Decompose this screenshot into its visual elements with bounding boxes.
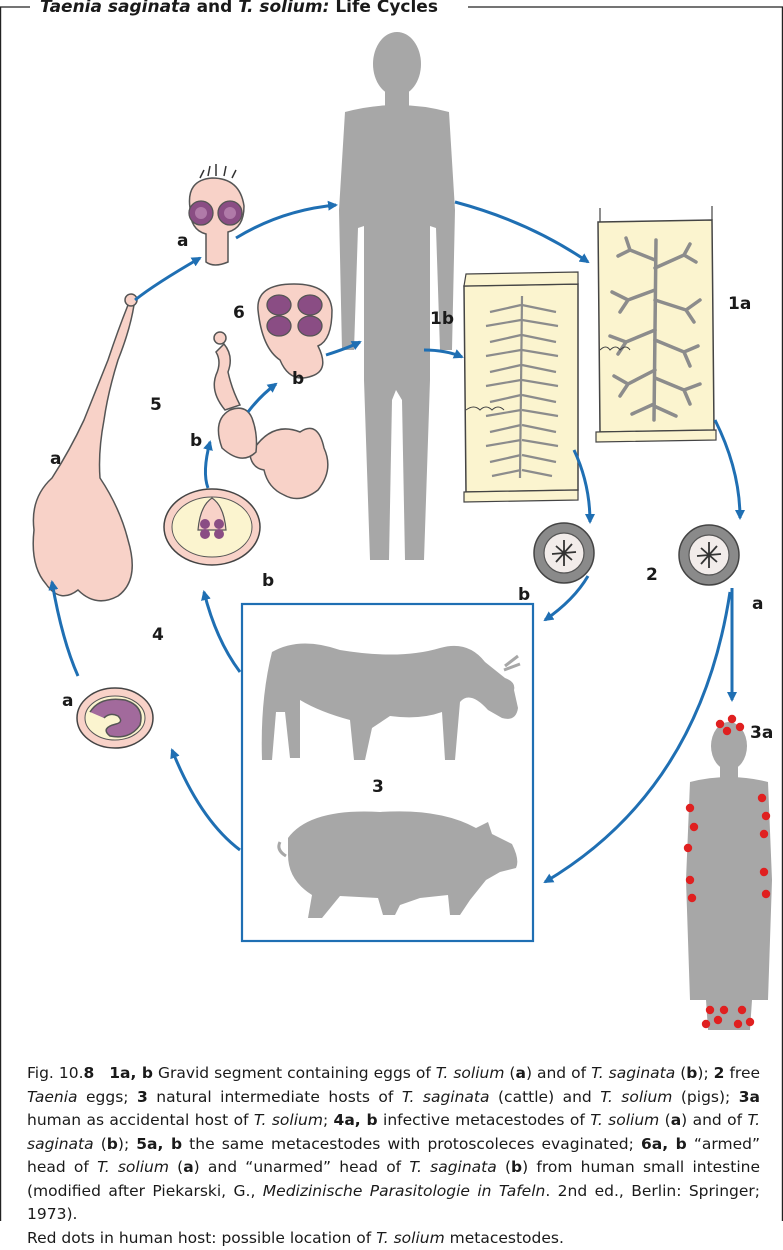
- label-3a: 3a: [750, 723, 773, 743]
- egg-a: [679, 525, 739, 585]
- label-4b: b: [262, 571, 274, 591]
- arrow-5a-to-6a: [135, 258, 200, 300]
- label-2a: a: [752, 594, 763, 614]
- label-6: 6: [233, 303, 245, 323]
- label-2b: b: [518, 585, 530, 605]
- metacestode-4b: [164, 489, 260, 565]
- scolex-6b: [258, 284, 332, 378]
- arrow-1a-to-egg-a: [715, 420, 740, 518]
- caption-note: Red dots in human host: possible locatio…: [27, 1227, 760, 1250]
- label-6b: b: [292, 369, 304, 389]
- scolex-6a: [189, 164, 244, 265]
- label-3: 3: [372, 777, 384, 797]
- arrow-5b-to-6b: [248, 384, 276, 412]
- label-1b: 1b: [430, 309, 454, 329]
- evaginated-metacestode-5a: [33, 294, 137, 601]
- egg-b: [534, 523, 594, 583]
- label-4: 4: [152, 625, 164, 645]
- figure-caption: Fig. 10.8 1a, b Gravid segment containin…: [27, 1062, 760, 1250]
- label-5b: b: [190, 431, 202, 451]
- label-1a: 1a: [728, 294, 751, 314]
- arrow-hosts-to-4b: [204, 592, 240, 672]
- label-5a: a: [50, 449, 61, 469]
- arrow-6a-to-human: [236, 205, 336, 238]
- label-4a: a: [62, 691, 73, 711]
- arrow-human-to-1a: [455, 202, 588, 262]
- gravid-segment-1a: [596, 206, 716, 442]
- arrow-hosts-to-4a: [172, 750, 240, 850]
- caption-paragraph: Fig. 10.8 1a, b Gravid segment containin…: [27, 1062, 760, 1227]
- label-5: 5: [150, 395, 162, 415]
- gravid-segment-1b: [464, 272, 578, 502]
- life-cycle-diagram: 1a 1b 2 a b 3 3a 4 a b 5 a b 6 a b: [0, 0, 783, 1060]
- human-host-silhouette: [339, 32, 455, 560]
- arrow-4b-to-5b: [205, 442, 210, 488]
- accidental-human-host: [684, 715, 772, 1030]
- label-2: 2: [646, 565, 658, 585]
- metacestode-4a: [77, 688, 153, 748]
- label-6a: a: [177, 231, 188, 251]
